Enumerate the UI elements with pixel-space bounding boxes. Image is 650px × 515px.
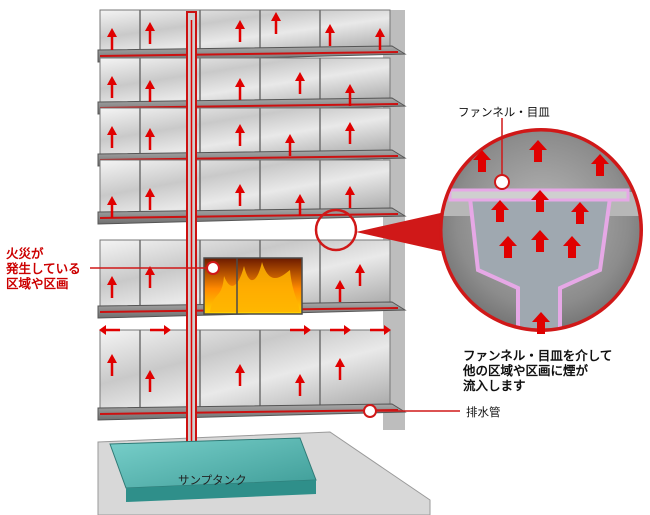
smoke-spread-head [164, 325, 171, 335]
floor-glass-2 [99, 107, 391, 155]
fire-zone-line-3: 区域や区画 [6, 276, 69, 291]
fire-zone-label: 火災が 発生している 区域や区画 [6, 246, 81, 291]
smoke-arrow-head [145, 22, 155, 31]
floor-glass-3 [99, 159, 391, 213]
smoke-spread-head [99, 325, 106, 335]
sump-tank-label: サンプタンク [178, 473, 247, 487]
smoke-arrow-head [271, 12, 281, 21]
smoke-arrows [99, 12, 391, 396]
detail-smoke-arrow-head [532, 312, 550, 322]
detail-smoke-arrow-head [531, 190, 549, 200]
detail-smoke-arrow [576, 212, 584, 224]
funnel-marker-dot [494, 174, 510, 190]
drain-branch-5 [99, 409, 399, 415]
smoke-arrow-head [335, 280, 345, 289]
smoke-arrow-head [107, 354, 117, 363]
detail-smoke-arrow-head [591, 154, 609, 164]
detail-smoke-arrow [536, 240, 544, 252]
smoke-arrow-head [345, 122, 355, 131]
detail-smoke-arrow [504, 246, 512, 258]
smoke-spread-head [304, 325, 311, 335]
detail-smoke-arrow-head [531, 230, 549, 240]
callout-wedge [356, 212, 445, 252]
building [97, 9, 407, 502]
detail-smoke-arrow [478, 160, 486, 172]
smoke-arrow-head [107, 28, 117, 37]
drain-pipe-label: 排水管 [466, 405, 501, 419]
smoke-arrow-head [235, 78, 245, 87]
smoke-note-line-2: 他の区域や区画に煙が [463, 363, 589, 378]
smoke-arrow-head [345, 84, 355, 93]
smoke-arrow-head [107, 196, 117, 205]
smoke-arrow-head [345, 186, 355, 195]
floor-glass-5 [99, 329, 391, 409]
detail-smoke-arrow-head [491, 200, 509, 210]
smoke-arrow-head [285, 134, 295, 143]
funnel-detail-label: ファンネル・目皿 [458, 105, 550, 119]
smoke-arrow-head [355, 264, 365, 273]
funnel-highlight-circle [314, 208, 358, 252]
smoke-arrow-head [145, 370, 155, 379]
smoke-arrow-head [295, 72, 305, 81]
smoke-arrow-head [295, 194, 305, 203]
smoke-note-line-3: 流入します [463, 378, 526, 393]
detail-smoke-arrow [596, 164, 604, 176]
smoke-arrow-head [375, 28, 385, 37]
detail-smoke-arrow-head [529, 140, 547, 150]
detail-smoke-arrow-head [473, 150, 491, 160]
smoke-arrow-head [107, 126, 117, 135]
detail-smoke-arrow [534, 150, 542, 162]
floor-glass-0 [99, 9, 391, 51]
smoke-arrow-head [235, 124, 245, 133]
detail-smoke-arrow-head [563, 236, 581, 246]
funnel-detail-inset [439, 128, 643, 334]
fire-zone-line-1: 火災が [6, 246, 44, 261]
smoke-arrow-head [235, 364, 245, 373]
smoke-arrow-head [295, 374, 305, 383]
smoke-arrow-head [107, 76, 117, 85]
fire-flames [210, 262, 300, 312]
smoke-arrow-head [107, 276, 117, 285]
smoke-arrow-head [145, 266, 155, 275]
smoke-spread-head [384, 325, 391, 335]
drain-branch-0 [99, 51, 399, 57]
floor-glass-1 [99, 57, 391, 103]
smoke-arrow-head [145, 188, 155, 197]
smoke-arrow-head [145, 128, 155, 137]
smoke-inflow-note: ファンネル・目皿を介して 他の区域や区画に煙が 流入します [463, 348, 612, 393]
detail-smoke-arrow [496, 210, 504, 222]
funnel-body [467, 196, 613, 330]
detail-smoke-arrow-head [571, 202, 589, 212]
drain-branch-1 [99, 103, 399, 109]
smoke-arrow-head [145, 80, 155, 89]
smoke-spread-head [344, 325, 351, 335]
callout-lines [90, 118, 503, 418]
detail-smoke-arrow [536, 200, 544, 212]
smoke-arrow-head [335, 358, 345, 367]
detail-smoke-arrow-head [499, 236, 517, 246]
smoke-note-line-1: ファンネル・目皿を介して [463, 348, 613, 363]
detail-smoke-arrow [568, 246, 576, 258]
drain-branch-2 [99, 155, 399, 161]
detail-smoke-arrow [537, 322, 545, 334]
smoke-arrow-head [235, 184, 245, 193]
smoke-arrow-head [325, 24, 335, 33]
fire-zone-line-2: 発生している [6, 261, 81, 276]
smoke-arrow-head [235, 20, 245, 29]
